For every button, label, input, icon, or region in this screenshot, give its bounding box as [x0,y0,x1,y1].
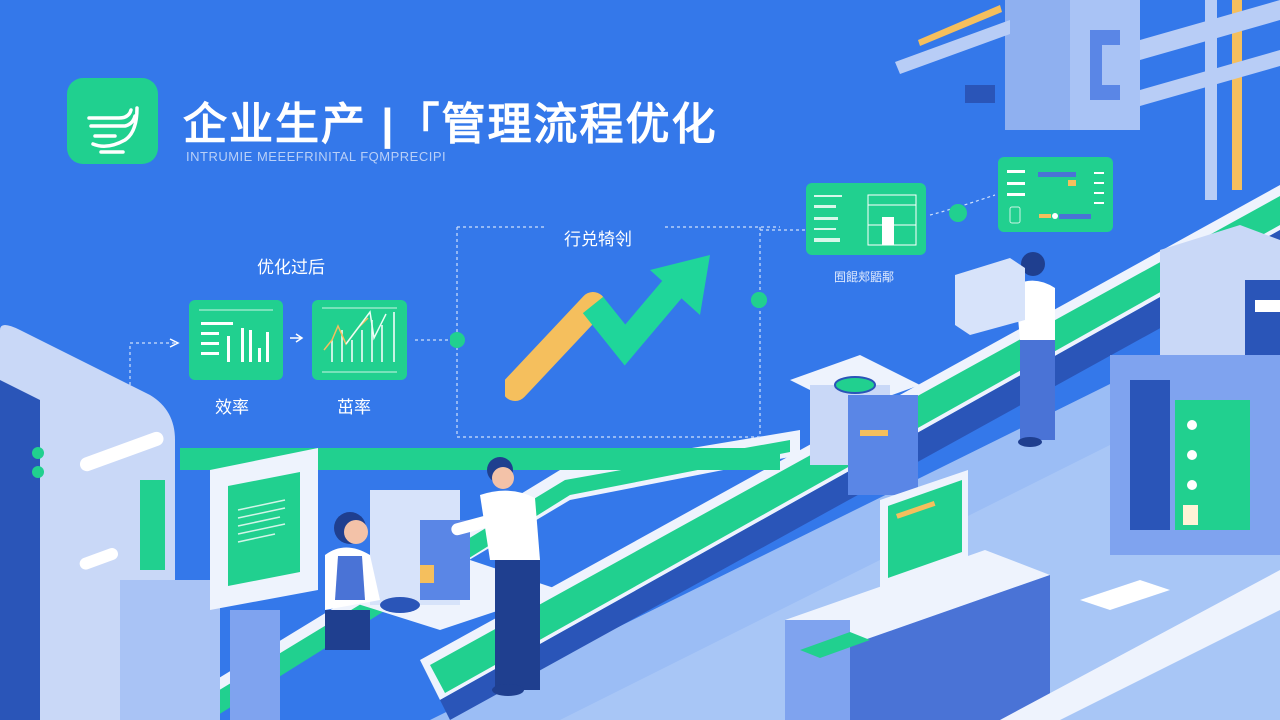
center-workstation [345,490,560,630]
process-heading: 优化过后 [257,258,325,277]
efficiency-label: 效率 [215,398,249,417]
app-logo [67,78,158,164]
page-subtitle: INTRUMIE MEEEFRINITAL FQMPRECIPI [186,149,447,164]
left-machine [0,325,220,720]
dashboard-connectors [751,194,996,308]
trend-heading: 行兑犄刢 [564,230,632,249]
rate-card [312,300,407,380]
stacked-bowl-icon [87,106,139,154]
process-connectors [129,333,455,385]
control-desk [785,470,1280,720]
rate-label: 茁率 [337,398,371,417]
table-chart-icon [814,194,917,246]
efficiency-card [189,300,283,380]
scanner-machine [790,355,920,495]
line-chart-icon [322,307,397,373]
trend-up-arrow-icon [505,255,710,401]
status-panel-icon [1007,170,1104,224]
overhead-gantry [895,0,1280,200]
worker-woman [325,512,380,650]
left-monitor [210,448,318,720]
dashboard-caption: 囿餛郏鼯鄅 [834,270,895,284]
worker-man-right [955,252,1055,447]
bar-chart-icon [199,309,273,362]
page-title: 企业生产 |「管理流程优化 [183,100,718,149]
right-cabinet [1110,225,1280,555]
worker-man-center [451,457,540,696]
dashboard-card-table [806,183,926,255]
dashboard-card-status [998,157,1113,232]
